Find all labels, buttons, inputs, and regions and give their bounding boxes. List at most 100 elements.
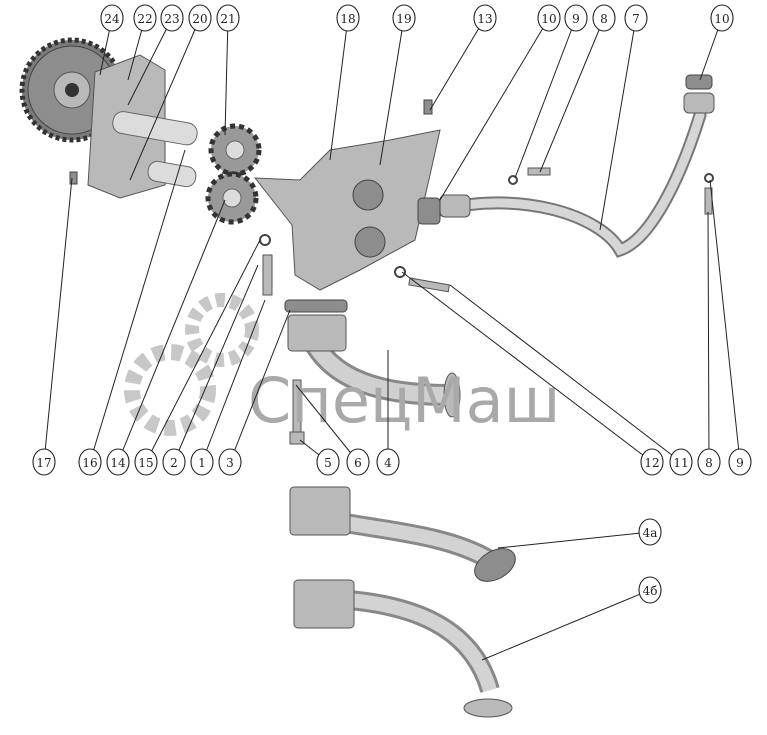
callout-number: 4б bbox=[643, 584, 658, 598]
leader-line bbox=[514, 17, 577, 179]
callout-bottom: 12 bbox=[640, 448, 664, 476]
callout-number: 8 bbox=[600, 12, 608, 26]
leader-line bbox=[117, 199, 226, 463]
leader-line bbox=[127, 17, 173, 106]
leader-line bbox=[201, 299, 266, 463]
washer bbox=[508, 175, 518, 185]
dowel bbox=[423, 99, 433, 115]
callout-bottom: 9 bbox=[728, 448, 752, 476]
callout-bottom: 16 bbox=[78, 448, 102, 476]
callout-variant: 4б bbox=[638, 576, 662, 604]
leader-line bbox=[89, 149, 186, 463]
callout-top: 10 bbox=[710, 4, 734, 32]
callout-bottom: 5 bbox=[316, 448, 340, 476]
strainer-4a bbox=[474, 548, 516, 582]
pipe-flange bbox=[683, 92, 715, 114]
callout-bottom: 4 bbox=[376, 448, 400, 476]
leader-line bbox=[173, 264, 259, 463]
leader-line bbox=[707, 211, 710, 463]
leader-line bbox=[129, 17, 201, 181]
callout-number: 5 bbox=[324, 456, 332, 470]
callout-number: 9 bbox=[736, 456, 744, 470]
callout-top: 21 bbox=[216, 4, 240, 32]
callout-number: 3 bbox=[226, 456, 234, 470]
callout-number: 12 bbox=[644, 456, 659, 470]
leader-line bbox=[401, 271, 653, 463]
callout-number: 16 bbox=[82, 456, 97, 470]
callout-number: 17 bbox=[36, 456, 51, 470]
callout-top: 9 bbox=[564, 4, 588, 32]
callout-bottom: 1 bbox=[190, 448, 214, 476]
bolt bbox=[527, 167, 551, 176]
callout-top: 8 bbox=[592, 4, 616, 32]
callout-top: 18 bbox=[336, 4, 360, 32]
stud-bolt bbox=[262, 254, 273, 296]
callout-top: 13 bbox=[473, 4, 497, 32]
washer-15 bbox=[259, 234, 271, 246]
callout-bottom: 14 bbox=[106, 448, 130, 476]
callout-number: 4 bbox=[384, 456, 392, 470]
callout-number: 11 bbox=[673, 456, 688, 470]
callout-bottom: 15 bbox=[134, 448, 158, 476]
callout-top: 7 bbox=[624, 4, 648, 32]
watermark-gear-large bbox=[124, 344, 216, 436]
callout-number: 24 bbox=[104, 12, 120, 26]
callout-number: 23 bbox=[164, 12, 179, 26]
leader-line bbox=[43, 177, 73, 463]
washer-right bbox=[704, 173, 714, 183]
callout-number: 18 bbox=[340, 12, 355, 26]
pin bbox=[69, 171, 78, 185]
intake-gasket bbox=[284, 299, 348, 313]
callout-bottom: 2 bbox=[162, 448, 186, 476]
callout-top: 24 bbox=[100, 4, 124, 32]
callout-number: 7 bbox=[632, 12, 640, 26]
callout-top: 22 bbox=[133, 4, 157, 32]
callout-number: 10 bbox=[541, 12, 556, 26]
callout-number: 13 bbox=[477, 12, 492, 26]
callout-top: 23 bbox=[160, 4, 184, 32]
callout-bottom: 3 bbox=[218, 448, 242, 476]
leader-line bbox=[539, 17, 605, 173]
callout-number: 22 bbox=[137, 12, 152, 26]
leader-line bbox=[429, 17, 486, 111]
leader-line bbox=[145, 239, 261, 463]
washer-12 bbox=[394, 266, 406, 278]
pump-housing bbox=[253, 129, 441, 291]
driven-shaft bbox=[147, 160, 197, 188]
callout-bottom: 8 bbox=[697, 448, 721, 476]
leader-line bbox=[497, 531, 651, 549]
callout-number: 1 bbox=[198, 456, 206, 470]
callout-number: 15 bbox=[138, 456, 153, 470]
callout-number: 19 bbox=[396, 12, 411, 26]
leader-line bbox=[439, 17, 550, 201]
leader-line bbox=[709, 179, 741, 463]
gasket-top bbox=[685, 74, 713, 90]
callout-variant: 4а bbox=[638, 518, 662, 546]
callout-top: 20 bbox=[188, 4, 212, 32]
leader-line bbox=[449, 284, 682, 463]
intake-pipe bbox=[287, 314, 347, 352]
bolt-long bbox=[408, 277, 450, 293]
callout-number: 6 bbox=[354, 456, 362, 470]
callout-number: 4а bbox=[643, 526, 658, 540]
pipe-flange-lower bbox=[439, 194, 471, 218]
callout-number: 14 bbox=[110, 456, 126, 470]
leader-line bbox=[481, 589, 651, 661]
leader-line bbox=[295, 384, 359, 463]
callout-top: 10 bbox=[537, 4, 561, 32]
callout-top: 19 bbox=[392, 4, 416, 32]
watermark-text: СпецМаш bbox=[248, 364, 560, 437]
callout-number: 9 bbox=[572, 12, 580, 26]
intake-strainer bbox=[443, 372, 461, 418]
callout-number: 21 bbox=[220, 12, 235, 26]
leader-line bbox=[224, 17, 229, 136]
watermark bbox=[124, 293, 259, 436]
leader-line bbox=[229, 309, 291, 463]
watermark-gear-small bbox=[185, 293, 259, 367]
leader-line bbox=[379, 17, 405, 166]
intake-pipe-4b bbox=[293, 579, 355, 629]
callout-number: 20 bbox=[192, 12, 207, 26]
intake-pipe-4a bbox=[289, 486, 351, 536]
